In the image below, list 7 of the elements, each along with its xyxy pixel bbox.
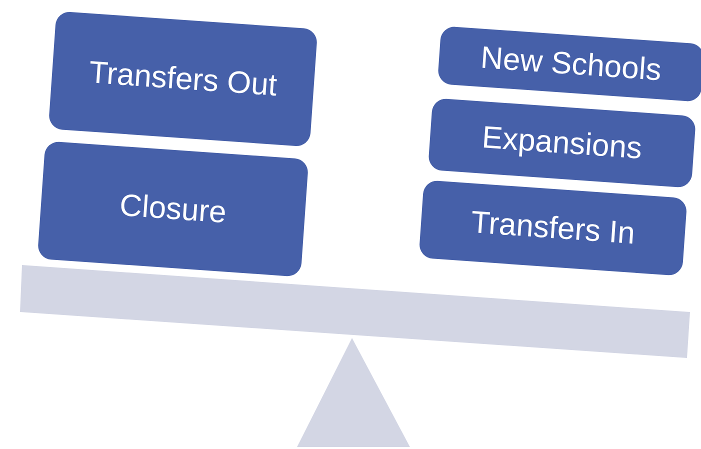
block-label: Expansions xyxy=(480,119,644,167)
weight-block xyxy=(428,98,696,188)
block-label: New Schools xyxy=(480,40,662,88)
block-label: Transfers In xyxy=(470,204,636,252)
block-label: Transfers Out xyxy=(88,54,278,104)
weight-block xyxy=(437,26,701,102)
block-label: Closure xyxy=(118,187,228,231)
